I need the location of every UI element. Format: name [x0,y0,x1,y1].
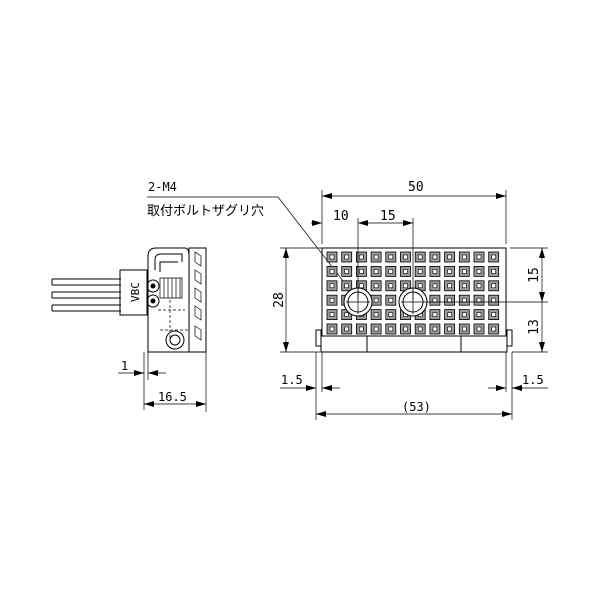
dim-left-overhang: 1.5 [281,373,303,387]
wires [51,278,121,312]
vent-cell-inner [373,326,379,332]
vent-cell-inner [388,283,394,289]
vent-cell-inner [388,269,394,274]
connector-block [119,269,148,316]
vent-cell-inner [432,254,438,260]
vent-cell-inner [476,269,482,274]
vent-cell-inner [359,283,364,289]
dim-depth: 16.5 [158,390,187,404]
vent-cell-inner [417,283,423,289]
vent-cell-inner [461,312,467,317]
vent-cell-inner [359,326,364,332]
vent-cell-inner [388,254,394,260]
vent-cell-inner [432,283,438,289]
vent-cell-inner [329,283,335,289]
vent-cell-inner [447,297,452,303]
vent-cell-inner [476,312,482,317]
vent-cell-inner [491,312,497,317]
mount-hole-1 [343,287,373,317]
vent-cell-inner [461,297,467,303]
vent-cell-inner [403,254,408,260]
dim-hole-from-top: 15 [527,267,542,283]
vent-cell-inner [447,254,452,260]
vent-cell-inner [344,254,350,260]
vent-cell-inner [329,297,335,303]
vent-cell-inner [329,254,335,260]
vent-cell-inner [491,297,497,303]
vent-cell-inner [461,254,467,260]
vent-cell-inner [491,254,497,260]
vent-cell-inner [417,326,423,332]
front-view: 50 10 15 28 15 13 1.5 1.5 (53) [272,180,548,420]
dim-hole-to-bottom: 13 [527,319,542,335]
vent-cell-inner [432,326,438,332]
vent-cell-inner [403,283,408,289]
vent-cell-inner [359,269,364,274]
dim-total-width: (53) [402,400,431,414]
dim-offset: 1 [121,359,128,373]
vent-cell-inner [447,326,452,332]
vent-cell-inner [417,254,423,260]
vent-cell-inner [491,283,497,289]
vent-cell-inner [447,269,452,274]
fin-block [188,247,207,353]
screw-head-2 [146,294,160,308]
callout-bolt-counterbore: 2-M4 取付ボルトザグリ穴 [147,180,351,291]
vent-cell-inner [432,312,438,317]
vent-cell-inner [344,283,350,289]
vent-cell-inner [447,283,452,289]
vent-cell-inner [491,326,497,332]
vent-cell-inner [373,269,379,274]
vent-cell-inner [491,269,497,274]
vent-cell-inner [373,254,379,260]
vent-cell-inner [388,312,394,317]
mount-screw [165,330,185,350]
vent-cell-inner [432,269,438,274]
vent-cell-inner [447,312,452,317]
vent-cell-inner [344,269,350,274]
vent-cell-inner [373,297,379,303]
vent-cell-inner [344,312,350,317]
vent-cell-inner [329,269,335,274]
vent-cell-inner [432,297,438,303]
vent-cell-inner [461,326,467,332]
vent-cell-inner [388,297,394,303]
vent-cell-inner [476,326,482,332]
callout-line2: 取付ボルトザグリ穴 [147,204,264,219]
vent-cell-inner [329,312,335,317]
callout-line1: 2-M4 [148,180,177,194]
vent-cell-inner [461,269,467,274]
brand-label: VBC [129,282,142,302]
vent-cell-inner [403,326,408,332]
dim-height: 28 [272,292,287,308]
vent-cell-inner [461,283,467,289]
terminal-springs [159,277,183,299]
hinge [315,329,513,353]
vent-cell-inner [329,326,335,332]
vent-cell-inner [403,269,408,274]
dim-width: 50 [408,180,424,195]
vent-cell-inner [417,269,423,274]
dim-hole-offset: 10 [333,209,349,224]
screw-head-1 [146,279,160,293]
dim-hole-pitch: 15 [380,209,396,224]
vent-cell-inner [344,326,350,332]
vent-cell-inner [476,297,482,303]
side-view: VBC 1 16.5 [51,247,207,412]
vent-cell-inner [359,254,364,260]
vent-cell-inner [388,326,394,332]
vent-cell-inner [476,254,482,260]
callout-leader-line [147,196,351,291]
vent-cell-inner [476,283,482,289]
dim-right-overhang: 1.5 [522,373,544,387]
vent-cell-inner [373,312,379,317]
vent-cell-inner [373,283,379,289]
